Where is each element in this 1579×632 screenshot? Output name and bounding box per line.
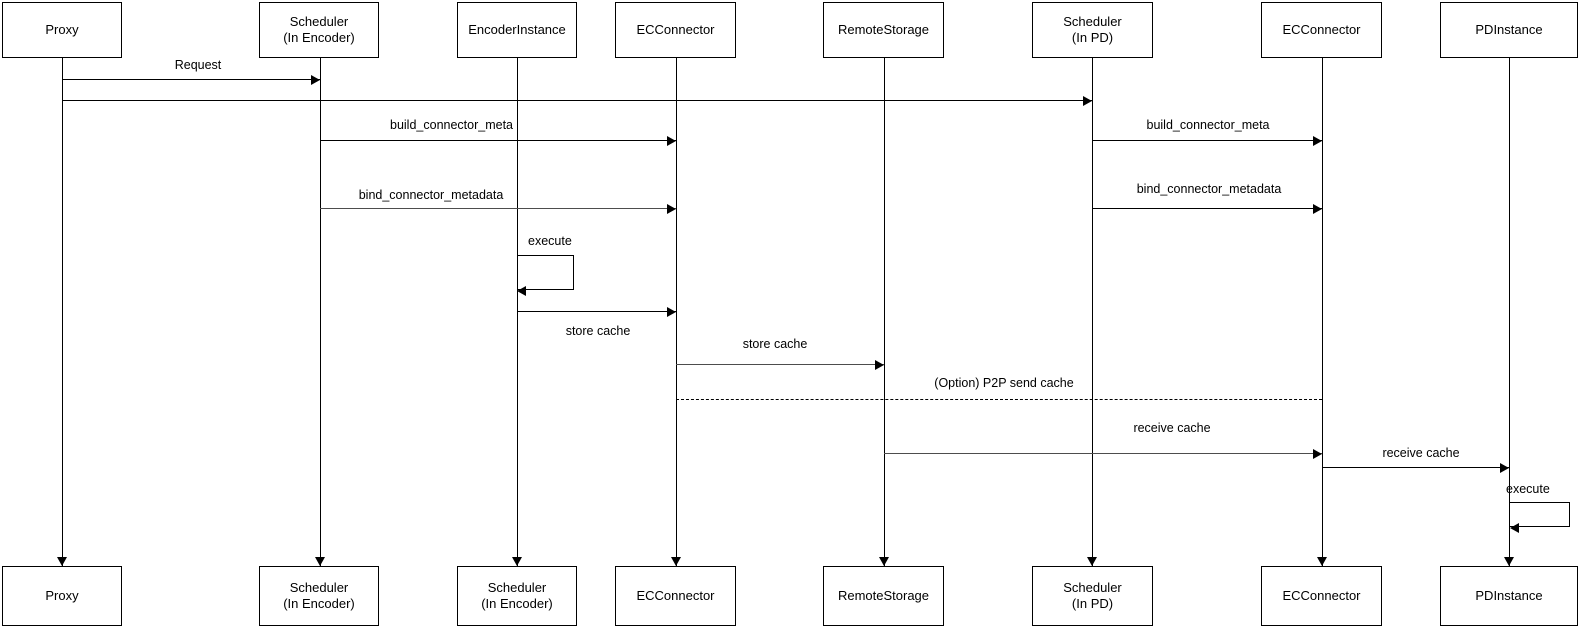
- lifeline-remote_storage: [883, 58, 885, 566]
- message-arrowhead-m11: [1500, 462, 1509, 473]
- lifeline-end-arrow-sched_encoder: [315, 557, 325, 566]
- message-label-m9: (Option) P2P send cache: [934, 376, 1074, 390]
- lifeline-encoder_inst: [516, 58, 518, 566]
- self-message-arrowhead-s1: [517, 285, 526, 296]
- participant-label-top: ECConnector: [1282, 21, 1361, 37]
- participant-label-top: RemoteStorage: [837, 21, 930, 37]
- message-line-m4: [1092, 140, 1322, 141]
- participant-box-bottom-proxy: Proxy: [2, 566, 122, 626]
- message-arrowhead-m1: [311, 74, 320, 85]
- message-line-m6: [1092, 208, 1322, 209]
- participant-label-bottom: Proxy: [45, 587, 79, 603]
- message-line-m10: [884, 453, 1322, 454]
- participant-label-top: Scheduler (In Encoder): [283, 13, 355, 45]
- participant-box-bottom-pd_instance: PDInstance: [1440, 566, 1578, 626]
- message-arrowhead-m7: [667, 306, 676, 317]
- lifeline-end-arrow-encoder_inst: [512, 557, 522, 566]
- participant-label-bottom: ECConnector: [636, 587, 715, 603]
- lifeline-proxy: [61, 58, 63, 566]
- lifeline-sched_encoder: [319, 58, 321, 566]
- participant-label-top: ECConnector: [636, 21, 715, 37]
- message-label-m7: store cache: [565, 324, 631, 338]
- message-line-m5: [320, 208, 676, 209]
- message-arrowhead-m10: [1313, 448, 1322, 459]
- participant-box-top-sched_encoder: Scheduler (In Encoder): [259, 2, 379, 58]
- participant-box-bottom-sched_pd: Scheduler (In PD): [1032, 566, 1153, 626]
- lifeline-end-arrow-proxy: [57, 557, 67, 566]
- message-line-m11: [1322, 467, 1509, 468]
- message-line-m1: [62, 79, 320, 80]
- participant-label-bottom: PDInstance: [1475, 587, 1543, 603]
- participant-box-top-ec_connector_r: ECConnector: [1261, 2, 1382, 58]
- participant-box-top-ec_connector_l: ECConnector: [615, 2, 736, 58]
- message-arrowhead-m8: [875, 359, 884, 370]
- participant-box-top-pd_instance: PDInstance: [1440, 2, 1578, 58]
- message-line-m9: [676, 399, 1322, 400]
- participant-label-top: Proxy: [45, 21, 79, 37]
- participant-label-bottom: Scheduler (In PD): [1063, 579, 1122, 611]
- message-line-m3: [320, 140, 676, 141]
- lifeline-pd_instance: [1508, 58, 1510, 566]
- message-arrowhead-m2: [1083, 95, 1092, 106]
- message-label-m1: Request: [174, 58, 222, 72]
- participant-box-top-proxy: Proxy: [2, 2, 122, 58]
- self-message-label-s2: execute: [1506, 482, 1550, 496]
- lifeline-end-arrow-remote_storage: [879, 557, 889, 566]
- message-label-m8: store cache: [742, 337, 808, 351]
- message-label-m5: bind_connector_metadata: [358, 188, 504, 202]
- self-message-loop-s1: [517, 255, 574, 290]
- lifeline-ec_connector_r: [1321, 58, 1323, 566]
- participant-box-bottom-remote_storage: RemoteStorage: [823, 566, 944, 626]
- message-label-m4: build_connector_meta: [1146, 118, 1270, 132]
- participant-label-bottom: Scheduler (In Encoder): [481, 579, 553, 611]
- participant-box-bottom-ec_connector_l: ECConnector: [615, 566, 736, 626]
- participant-label-top: Scheduler (In PD): [1063, 13, 1122, 45]
- lifeline-sched_pd: [1091, 58, 1093, 566]
- participant-label-bottom: RemoteStorage: [837, 587, 930, 603]
- message-arrowhead-m3: [667, 135, 676, 146]
- participant-box-bottom-encoder_inst: Scheduler (In Encoder): [457, 566, 577, 626]
- participant-box-bottom-ec_connector_r: ECConnector: [1261, 566, 1382, 626]
- participant-box-bottom-sched_encoder: Scheduler (In Encoder): [259, 566, 379, 626]
- message-label-m3: build_connector_meta: [390, 118, 513, 132]
- participant-label-top: PDInstance: [1475, 21, 1543, 37]
- lifeline-end-arrow-pd_instance: [1504, 557, 1514, 566]
- message-arrowhead-m4: [1313, 135, 1322, 146]
- self-message-label-s1: execute: [528, 234, 572, 248]
- participant-box-top-encoder_inst: EncoderInstance: [457, 2, 577, 58]
- message-label-m6: bind_connector_metadata: [1136, 182, 1282, 196]
- participant-box-top-remote_storage: RemoteStorage: [823, 2, 944, 58]
- participant-box-top-sched_pd: Scheduler (In PD): [1032, 2, 1153, 58]
- participant-label-bottom: Scheduler (In Encoder): [283, 579, 355, 611]
- message-label-m11: receive cache: [1382, 446, 1460, 460]
- message-line-m2: [62, 100, 1092, 101]
- message-line-m7: [517, 311, 676, 312]
- lifeline-end-arrow-ec_connector_l: [671, 557, 681, 566]
- message-arrowhead-m6: [1313, 203, 1322, 214]
- message-line-m8: [676, 364, 884, 365]
- participant-label-bottom: ECConnector: [1282, 587, 1361, 603]
- lifeline-end-arrow-sched_pd: [1087, 557, 1097, 566]
- message-arrowhead-m5: [667, 203, 676, 214]
- message-label-m10: receive cache: [1133, 421, 1211, 435]
- self-message-arrowhead-s2: [1510, 522, 1519, 533]
- lifeline-ec_connector_l: [675, 58, 677, 566]
- self-message-loop-s2: [1510, 502, 1570, 527]
- lifeline-end-arrow-ec_connector_r: [1317, 557, 1327, 566]
- participant-label-top: EncoderInstance: [468, 21, 566, 37]
